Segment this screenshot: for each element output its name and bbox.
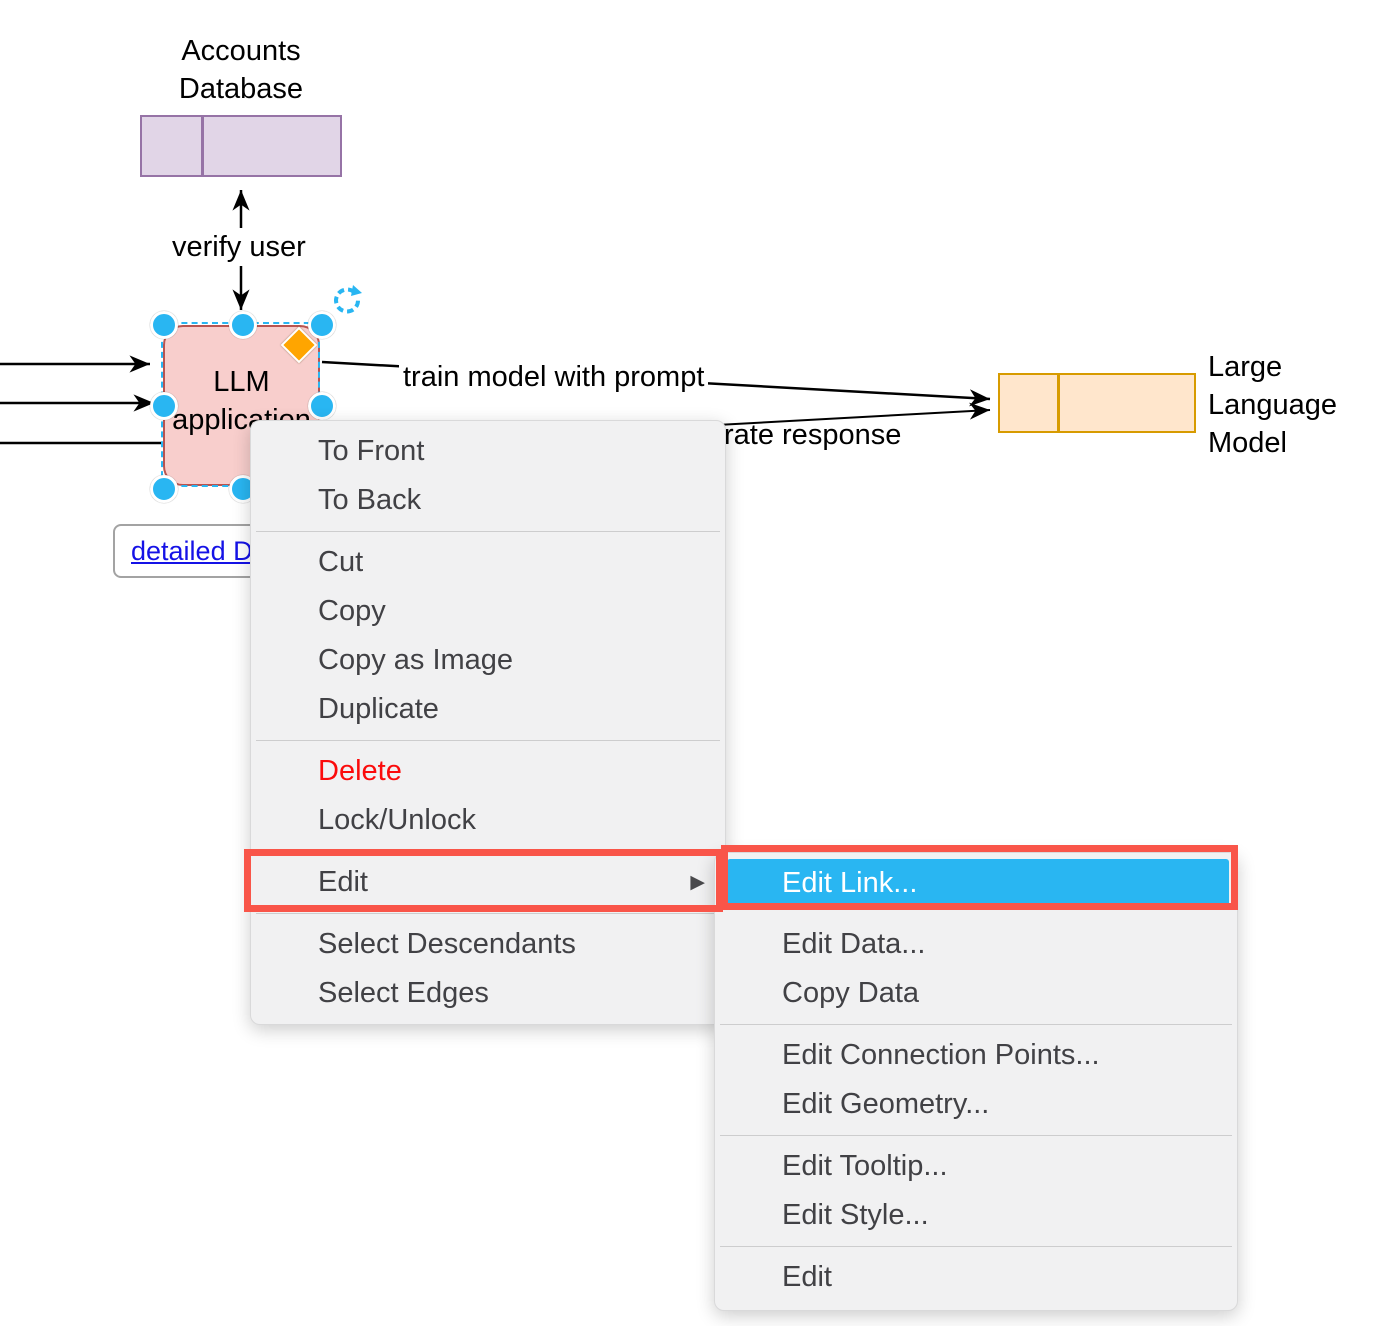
menu-item-edit-label: Edit <box>318 866 368 898</box>
verify-user-edge-label: verify user <box>166 228 312 266</box>
menu-item-edit[interactable]: Edit ▶ <box>251 858 725 907</box>
accounts-database-label: Accounts Database <box>130 32 352 108</box>
edge-generate-response[interactable] <box>679 402 991 428</box>
resize-handle-ne[interactable] <box>308 311 336 339</box>
menu-item-to-back[interactable]: To Back <box>318 484 422 516</box>
submenu-item-edit-data[interactable]: Edit Data... <box>782 928 926 960</box>
menu-separator <box>256 912 720 915</box>
submenu-item-copy-data[interactable]: Copy Data <box>782 977 920 1009</box>
llm-application-label-line1: LLM <box>213 366 270 398</box>
menu-item-to-front[interactable]: To Front <box>318 435 425 467</box>
accounts-database-node[interactable] <box>140 115 342 177</box>
submenu-item-edit-geometry[interactable]: Edit Geometry... <box>782 1088 990 1120</box>
menu-item-copy-as-image[interactable]: Copy as Image <box>318 644 514 676</box>
llm-application-label: LLM application <box>155 363 328 439</box>
menu-separator <box>256 530 720 533</box>
submenu-item-edit[interactable]: Edit <box>782 1261 832 1293</box>
menu-item-cut[interactable]: Cut <box>318 546 364 578</box>
accounts-database-label-line1: Accounts <box>181 35 301 67</box>
submenu-item-edit-style[interactable]: Edit Style... <box>782 1199 929 1231</box>
train-model-edge-label: train model with prompt <box>399 358 709 396</box>
menu-separator <box>720 1245 1232 1248</box>
menu-item-select-descendants[interactable]: Select Descendants <box>318 928 576 960</box>
resize-handle-e[interactable] <box>308 392 336 420</box>
menu-item-select-edges[interactable]: Select Edges <box>318 977 489 1009</box>
submenu-item-edit-link[interactable]: Edit Link... <box>727 859 1229 908</box>
submenu-item-edit-tooltip[interactable]: Edit Tooltip... <box>782 1150 948 1182</box>
annotation-box-edit-link <box>721 845 1238 910</box>
menu-separator <box>256 739 720 742</box>
submenu-chevron-icon: ▶ <box>690 872 705 893</box>
db-shape-divider <box>201 117 204 175</box>
edit-submenu: Edit Link... Edit Data... Copy Data Edit… <box>714 852 1238 1311</box>
resize-handle-w[interactable] <box>150 392 178 420</box>
resize-handle-nw[interactable] <box>150 311 178 339</box>
menu-item-lock-unlock[interactable]: Lock/Unlock <box>318 804 476 836</box>
menu-item-delete[interactable]: Delete <box>318 755 402 787</box>
menu-item-copy[interactable]: Copy <box>318 595 386 627</box>
llm-label-line3: Model <box>1208 427 1287 459</box>
resize-handle-sw[interactable] <box>150 475 178 503</box>
detailed-link[interactable]: detailed DI <box>131 535 261 566</box>
large-language-model-label: Large Language Model <box>1208 348 1337 462</box>
menu-separator <box>720 1023 1232 1026</box>
large-language-model-node[interactable] <box>998 373 1196 433</box>
annotation-box-edit <box>244 849 723 912</box>
llm-label-line1: Large <box>1208 351 1283 383</box>
generate-response-edge-label: rate response <box>724 419 902 451</box>
context-menu: To Front To Back Cut Copy Copy as Image … <box>250 420 726 1025</box>
llm-label-line2: Language <box>1208 389 1338 421</box>
menu-separator <box>720 1134 1232 1137</box>
model-shape-divider <box>1057 375 1060 431</box>
rotate-handle-icon[interactable] <box>331 284 363 321</box>
resize-handle-n[interactable] <box>229 311 257 339</box>
submenu-item-edit-connection-points[interactable]: Edit Connection Points... <box>782 1039 1100 1071</box>
menu-item-duplicate[interactable]: Duplicate <box>318 693 439 725</box>
accounts-database-label-line2: Database <box>178 73 304 105</box>
